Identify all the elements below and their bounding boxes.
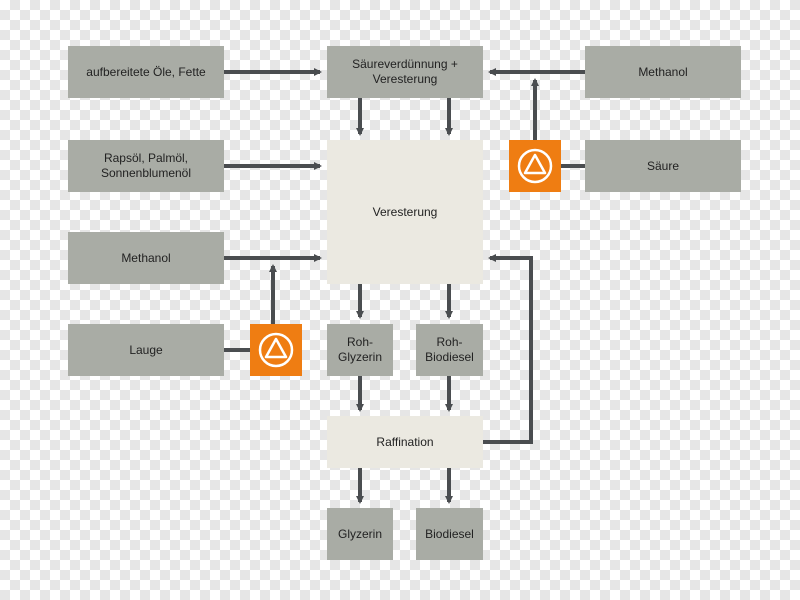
node-acid: Säure (585, 140, 741, 192)
node-oils: aufbereitete Öle, Fette (68, 46, 224, 98)
node-methanol-top: Methanol (585, 46, 741, 98)
node-vegetable-oils: Rapsöl, Palmöl, Sonnenblumenöl (68, 140, 224, 192)
node-esterification: Veresterung (327, 140, 483, 284)
node-biodiesel: Biodiesel (416, 508, 483, 560)
node-methanol-left: Methanol (68, 232, 224, 284)
node-crude-biodiesel: Roh- Biodiesel (416, 324, 483, 376)
node-refining: Raffination (327, 416, 483, 468)
node-glycerin: Glyzerin (327, 508, 393, 560)
warning-triangle-icon (517, 148, 553, 184)
hazard-acid-icon (509, 140, 561, 192)
node-crude-glycerin: Roh- Glyzerin (327, 324, 393, 376)
warning-triangle-icon (258, 332, 294, 368)
arrow-refining-recycle (483, 254, 533, 444)
hazard-lye-icon (250, 324, 302, 376)
node-acid-dilution: Säureverdünnung + Veresterung (327, 46, 483, 98)
node-lye: Lauge (68, 324, 224, 376)
